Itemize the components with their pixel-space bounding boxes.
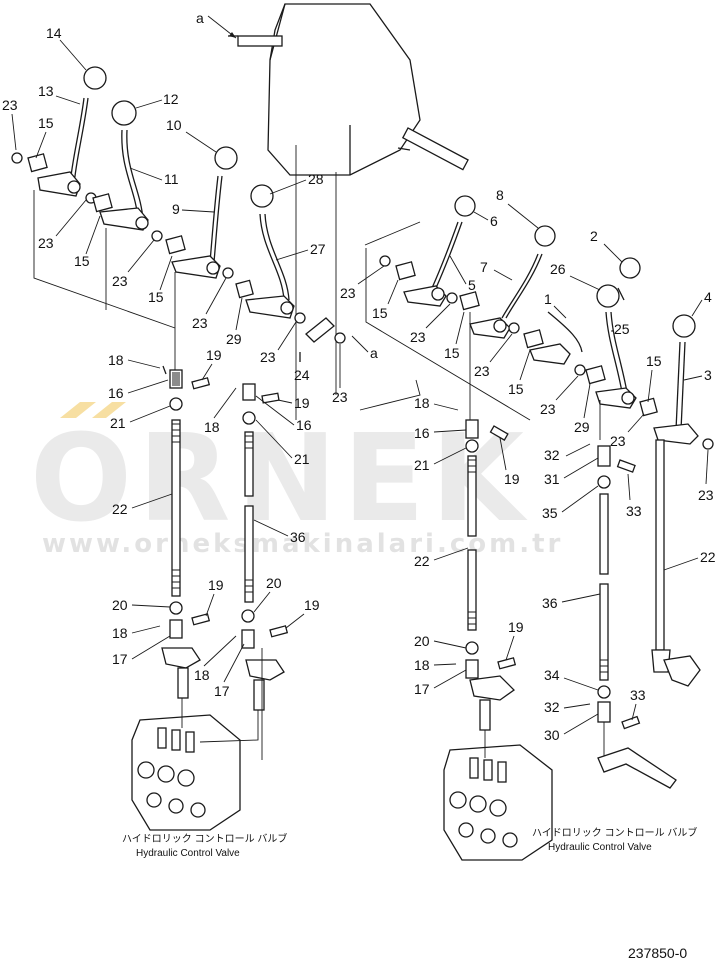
callout-11: 11 xyxy=(164,171,179,187)
right-lever-group xyxy=(365,195,714,861)
ref-mark-top: a xyxy=(196,10,204,26)
valve-caption-en-left: Hydraulic Control Valve xyxy=(136,848,240,859)
callout-17-c: 17 xyxy=(414,681,430,697)
callout-7: 7 xyxy=(480,259,488,275)
callout-23-l: 23 xyxy=(698,487,714,503)
watermark-brand: ORNEK xyxy=(30,410,530,549)
callout-32-b: 32 xyxy=(544,699,560,715)
callout-29-b: 29 xyxy=(574,419,590,435)
watermark: ORNEK www.orneksmakinalari.com.tr xyxy=(30,402,560,559)
callout-19-d: 19 xyxy=(304,597,320,613)
ref-mark-mid: a xyxy=(370,345,378,361)
callout-36-a: 36 xyxy=(290,529,306,545)
callout-33-b: 33 xyxy=(630,687,646,703)
callout-34: 34 xyxy=(544,667,560,683)
callout-8: 8 xyxy=(496,187,504,203)
callout-23-a: 23 xyxy=(2,97,18,113)
callout-35: 35 xyxy=(542,505,558,521)
callout-14: 14 xyxy=(46,25,62,41)
console-housing xyxy=(228,3,469,420)
callout-30: 30 xyxy=(544,727,560,743)
callout-15-f: 15 xyxy=(444,345,460,361)
callout-25: 25 xyxy=(614,321,630,337)
callout-6: 6 xyxy=(490,213,498,229)
callout-18-e: 18 xyxy=(414,395,430,411)
callout-16-c: 16 xyxy=(414,425,430,441)
drawing-number: 237850-0 xyxy=(628,945,687,961)
callout-19-a: 19 xyxy=(206,347,222,363)
callout-17-a: 17 xyxy=(112,651,128,667)
callout-1: 1 xyxy=(544,291,552,307)
callout-27: 27 xyxy=(310,241,326,257)
callout-19-e: 19 xyxy=(504,471,520,487)
callout-18-f: 18 xyxy=(414,657,430,673)
callout-15-d: 15 xyxy=(646,353,662,369)
callout-23-g: 23 xyxy=(340,285,356,301)
callout-4: 4 xyxy=(704,289,712,305)
callout-5: 5 xyxy=(468,277,476,293)
callout-23-d: 23 xyxy=(192,315,208,331)
callout-28: 28 xyxy=(308,171,324,187)
callout-10: 10 xyxy=(166,117,182,133)
callout-23-f: 23 xyxy=(332,389,348,405)
callout-22-a: 22 xyxy=(112,501,128,517)
callout-23-c: 23 xyxy=(112,273,128,289)
callout-32-a: 32 xyxy=(544,447,560,463)
callout-9: 9 xyxy=(172,201,180,217)
callout-23-e: 23 xyxy=(260,349,276,365)
callout-24: 24 xyxy=(294,367,310,383)
callout-23-k: 23 xyxy=(610,433,626,449)
callout-22-b: 22 xyxy=(414,553,430,569)
left-lever-group xyxy=(11,66,306,831)
callout-12: 12 xyxy=(163,91,179,107)
callout-19-b: 19 xyxy=(294,395,310,411)
callout-15-b: 15 xyxy=(74,253,90,269)
callout-21-b: 21 xyxy=(294,451,310,467)
callout-18-d: 18 xyxy=(194,667,210,683)
callout-20-b: 20 xyxy=(266,575,282,591)
callout-26: 26 xyxy=(550,261,566,277)
callout-3: 3 xyxy=(704,367,712,383)
callout-19-c: 19 xyxy=(208,577,224,593)
callout-36-b: 36 xyxy=(542,595,558,611)
callout-22-c: 22 xyxy=(700,549,716,565)
callouts: 14 13 23 15 12 10 11 9 28 27 23 15 23 15… xyxy=(2,25,716,743)
callout-18-b: 18 xyxy=(204,419,220,435)
callout-23-j: 23 xyxy=(540,401,556,417)
callout-15-e: 15 xyxy=(372,305,388,321)
callout-15-a: 15 xyxy=(38,115,54,131)
valve-caption-en-right: Hydraulic Control Valve xyxy=(548,842,652,853)
valve-caption-jp-right: ハイドロリック コントロール バルブ xyxy=(532,826,697,839)
callout-31: 31 xyxy=(544,471,560,487)
callout-2: 2 xyxy=(590,228,598,244)
callout-23-b: 23 xyxy=(38,235,54,251)
callout-15-c: 15 xyxy=(148,289,164,305)
callout-21-a: 21 xyxy=(110,415,126,431)
callout-33-a: 33 xyxy=(626,503,642,519)
valve-captions: ハイドロリック コントロール バルブ Hydraulic Control Val… xyxy=(122,826,697,859)
callout-18-c: 18 xyxy=(112,625,128,641)
callout-15-g: 15 xyxy=(508,381,524,397)
callout-21-c: 21 xyxy=(414,457,430,473)
callout-16-a: 16 xyxy=(108,385,124,401)
callout-20-c: 20 xyxy=(414,633,430,649)
callout-17-b: 17 xyxy=(214,683,230,699)
callout-20-a: 20 xyxy=(112,597,128,613)
callout-23-i: 23 xyxy=(474,363,490,379)
callout-13: 13 xyxy=(38,83,54,99)
callout-29-a: 29 xyxy=(226,331,242,347)
callout-23-h: 23 xyxy=(410,329,426,345)
valve-caption-jp-left: ハイドロリック コントロール バルブ xyxy=(122,832,287,845)
callout-18-a: 18 xyxy=(108,352,124,368)
callout-16-b: 16 xyxy=(296,417,312,433)
callout-19-f: 19 xyxy=(508,619,524,635)
